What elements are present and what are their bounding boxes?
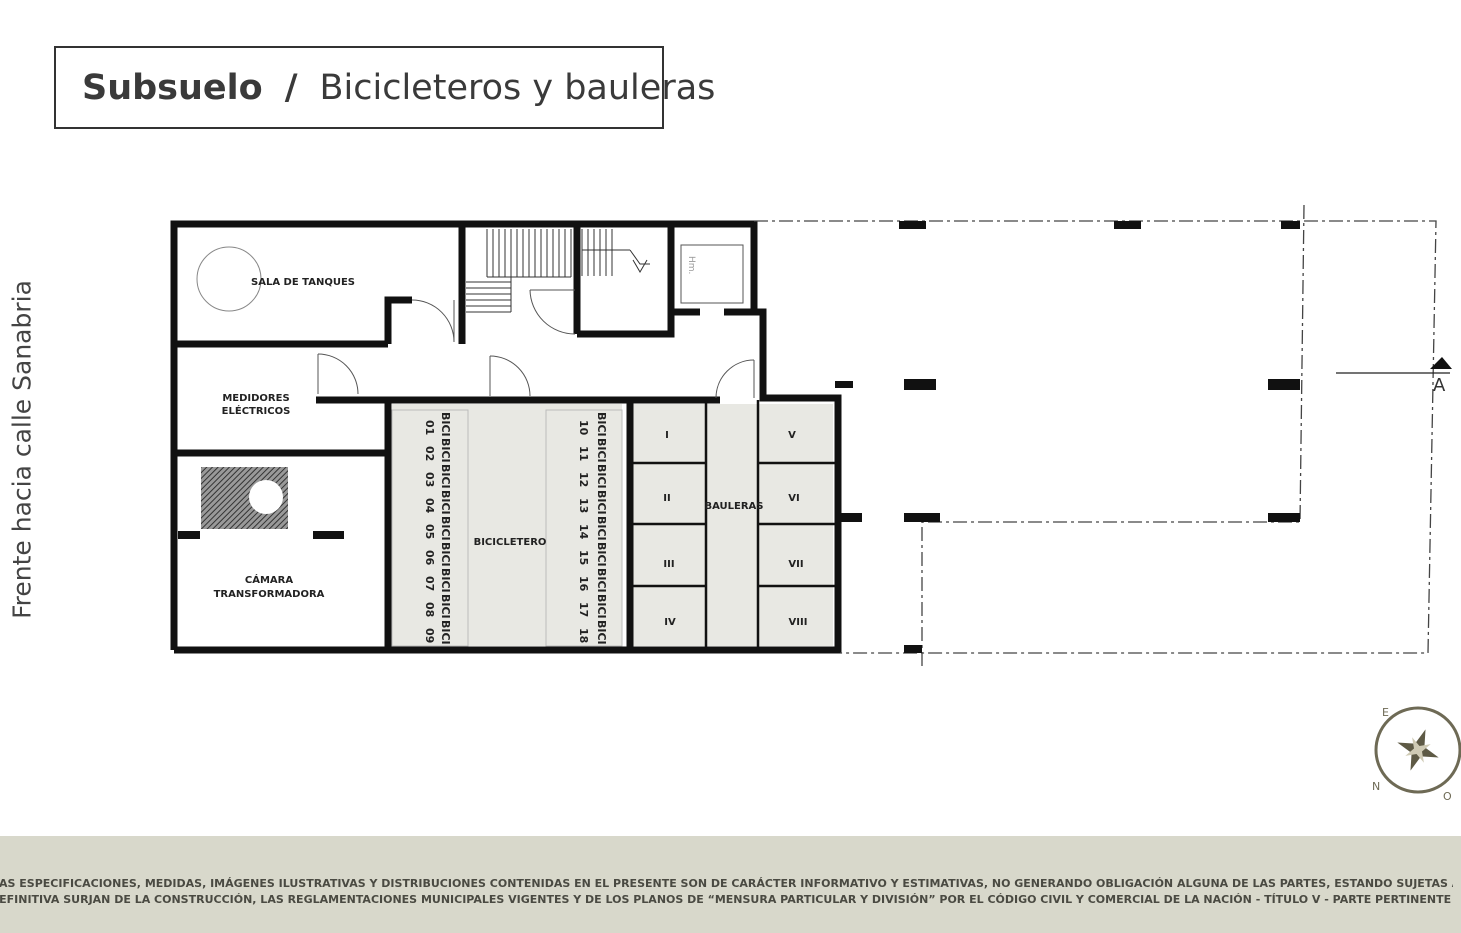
bike-slot-04: 04 [423, 498, 436, 514]
bike-slot-08: 08 [423, 602, 436, 617]
compass-ring [1374, 706, 1461, 794]
room-label-transformer-line1: CÁMARA [245, 573, 293, 586]
bike-slot-07: 07 [423, 576, 436, 591]
storage-dividers [633, 400, 835, 650]
compass-star-inner-icon [1405, 737, 1431, 763]
stairs [466, 229, 650, 313]
bike-slot-05: 05 [423, 524, 436, 539]
title-box: Subsuelo / Bicicleteros y bauleras [54, 46, 715, 129]
title-level: Subsuelo [82, 67, 263, 108]
storage-unit-3: III [663, 559, 674, 570]
storage-unit-5: V [788, 430, 796, 441]
bike-slot-02: 02 [423, 446, 436, 461]
room-label-transformer-line2: TRANSFORMADORA [214, 589, 325, 600]
floor-plan: A SALA DE TANQUES MEDIDORES ELÉCTRICOS C… [170, 204, 1461, 803]
storage-unit-7: VII [788, 559, 803, 570]
bike-slot-12: 12 [577, 472, 590, 487]
storage-unit-4: IV [664, 617, 676, 628]
property-outline [754, 204, 1437, 668]
bike-slot-label-09: BICI [439, 620, 452, 645]
section-marker-label: A [1433, 375, 1446, 396]
door-swings [317, 244, 755, 399]
footer: LAS ESPECIFICACIONES, MEDIDAS, IMÁGENES … [0, 836, 1461, 933]
bike-slot-label-03: BICI [439, 464, 452, 489]
section-arrow [1430, 357, 1452, 369]
bike-slot-15: 15 [577, 550, 590, 565]
bike-slot-label-04: BICI [439, 490, 452, 515]
bike-slot-label-07: BICI [439, 568, 452, 593]
bike-slot-13: 13 [577, 498, 590, 513]
room-label-storage: BAULERAS [704, 501, 763, 512]
bike-area-fill [392, 404, 622, 646]
bike-slot-11: 11 [577, 446, 590, 461]
disclaimer-line-2: DEFINITIVA SURJAN DE LA CONSTRUCCIÓN, LA… [0, 893, 1451, 906]
room-label-meters-line1: MEDIDORES [222, 393, 289, 404]
bike-slot-16: 16 [577, 576, 590, 592]
room-label-tanks: SALA DE TANQUES [251, 277, 355, 288]
bike-slot-10: 10 [577, 420, 590, 436]
compass-west: O [1443, 790, 1452, 803]
bike-slot-14: 14 [577, 524, 590, 540]
lift-label: Hm. [686, 256, 696, 274]
bike-slot-03: 03 [423, 472, 436, 487]
bike-slot-label-01: BICI [439, 412, 452, 437]
bike-slot-label-16: BICI [595, 568, 608, 593]
bike-slot-18: 18 [577, 628, 590, 643]
bike-slot-label-14: BICI [595, 516, 608, 541]
storage-unit-2: II [663, 493, 670, 504]
bike-slot-label-06: BICI [439, 542, 452, 567]
bike-slot-06: 06 [423, 550, 436, 566]
title-subtitle: Bicicleteros y bauleras [319, 67, 716, 108]
disclaimer-line-1: LAS ESPECIFICACIONES, MEDIDAS, IMÁGENES … [0, 877, 1453, 890]
bike-slot-label-13: BICI [595, 490, 608, 515]
compass-east: E [1382, 706, 1389, 719]
storage-unit-8: VIII [789, 617, 808, 628]
room-label-meters-line2: ELÉCTRICOS [222, 404, 291, 417]
compass-north: N [1372, 780, 1380, 793]
bike-slot-17: 17 [577, 602, 590, 617]
bike-slot-label-11: BICI [595, 438, 608, 463]
bike-slot-label-02: BICI [439, 438, 452, 463]
transformer-circle [249, 480, 283, 514]
tank-circle [196, 246, 262, 312]
compass: E N O [1372, 706, 1461, 803]
columns [178, 221, 1300, 653]
bike-slot-01: 01 [423, 420, 436, 435]
bike-strips [391, 409, 623, 647]
walls [170, 220, 842, 654]
storage-unit-6: VI [788, 493, 799, 504]
bike-slot-label-18: BICI [595, 620, 608, 645]
storage-unit-1: I [665, 430, 669, 441]
bike-slot-label-05: BICI [439, 516, 452, 541]
bike-slot-09: 09 [423, 628, 436, 643]
room-label-bike-room: BICICLETERO [474, 537, 547, 548]
bike-slot-label-15: BICI [595, 542, 608, 567]
bike-slot-label-08: BICI [439, 594, 452, 619]
bike-slot-label-12: BICI [595, 464, 608, 489]
title-separator: / [284, 67, 298, 108]
bike-slot-label-17: BICI [595, 594, 608, 619]
bike-slot-label-10: BICI [595, 412, 608, 437]
